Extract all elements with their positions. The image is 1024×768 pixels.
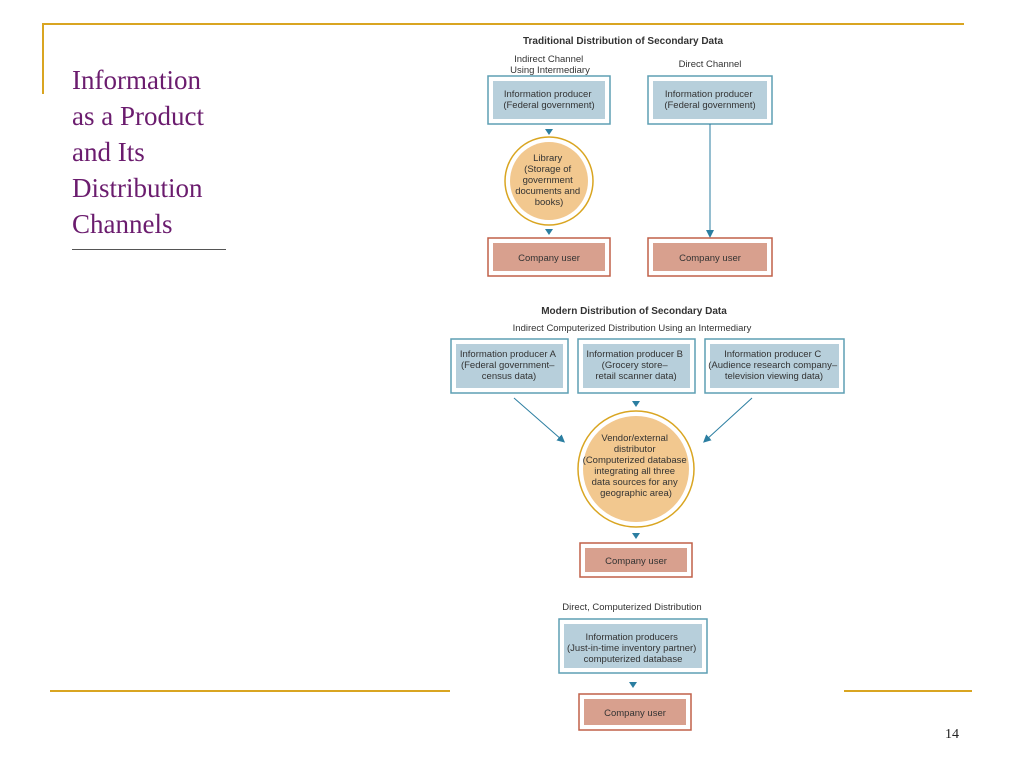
title-underline: [72, 249, 226, 250]
svg-text:Information producer (Fe: Information producer (Federal government…: [503, 89, 594, 111]
traditional-indirect-label: Indirect Channel Using Intermediary: [510, 54, 590, 76]
svg-text:Information producer B (: Information producer B (Grocery store– r…: [586, 349, 685, 382]
traditional-direct-label: Direct Channel: [679, 59, 742, 70]
bottom-rule-left: [50, 690, 450, 692]
company-user-box-traditional-direct: Company user: [647, 237, 773, 277]
svg-text:Information producer (Fe: Information producer (Federal government…: [664, 89, 755, 111]
producers-box-direct: Information producers (Just-in-time inve…: [558, 618, 708, 674]
arrow-producer-to-library: [545, 129, 553, 135]
modern-direct-label: Direct, Computerized Distribution: [562, 602, 701, 613]
bottom-rule-right: [844, 690, 972, 692]
page-number: 14: [945, 727, 959, 742]
svg-text:Library (Storage of: Library (Storage of government documents…: [515, 153, 583, 208]
arrow-producer-a-to-vendor: [513, 397, 566, 443]
arrow-producer-b-to-vendor: [632, 401, 640, 407]
arrow-producers-to-user: [629, 682, 637, 688]
svg-text:Information producer A (: Information producer A (Federal governme…: [460, 349, 558, 382]
company-user-box-modern-direct: Company user: [578, 693, 692, 731]
modern-title: Modern Distribution of Secondary Data: [541, 306, 727, 317]
arrow-producer-c-to-vendor: [703, 397, 753, 443]
svg-text:Company user: Company user: [604, 708, 666, 719]
producer-box-traditional-indirect: Information producer (Federal government…: [487, 75, 611, 125]
producer-box-a: Information producer A (Federal governme…: [450, 338, 569, 394]
svg-text:Information producers (J: Information producers (Just-in-time inve…: [567, 632, 699, 665]
left-accent-bar: [42, 23, 44, 94]
svg-text:Company user: Company user: [518, 253, 580, 264]
producer-box-traditional-direct: Information producer (Federal government…: [647, 75, 773, 125]
producer-box-b: Information producer B (Grocery store– r…: [577, 338, 696, 394]
svg-text:Vendor/external distribu: Vendor/external distributor (Computerize…: [583, 433, 690, 499]
arrow-vendor-to-user: [632, 533, 640, 539]
vendor-circle: Vendor/external distributor (Computerize…: [577, 410, 695, 528]
arrow-library-to-user: [545, 229, 553, 235]
library-circle: Library (Storage of government documents…: [504, 136, 594, 226]
slide-title: Information as a Product and Its Distrib…: [72, 65, 204, 239]
producer-box-c: Information producer C (Audience researc…: [704, 338, 845, 394]
company-user-box-traditional-indirect: Company user: [487, 237, 611, 277]
top-rule: [42, 23, 964, 25]
svg-text:Company user: Company user: [679, 253, 741, 264]
company-user-box-modern-indirect: Company user: [579, 542, 693, 578]
traditional-title: Traditional Distribution of Secondary Da…: [523, 36, 723, 47]
modern-indirect-label: Indirect Computerized Distribution Using…: [513, 323, 752, 334]
svg-text:Information producer C (: Information producer C (Audience researc…: [708, 349, 840, 382]
svg-text:Company user: Company user: [605, 556, 667, 567]
